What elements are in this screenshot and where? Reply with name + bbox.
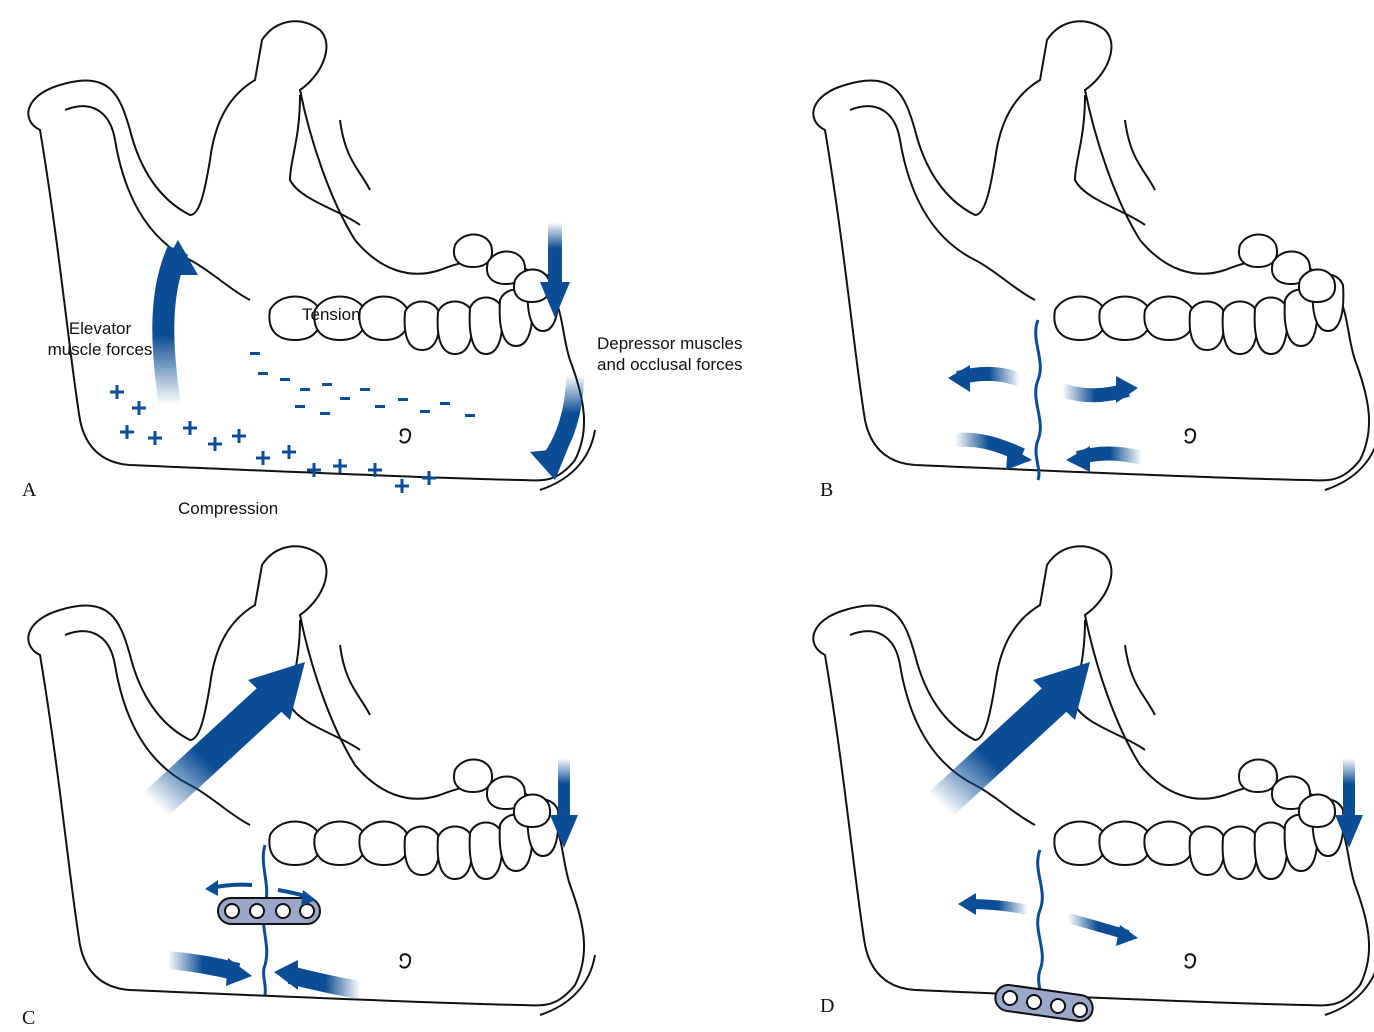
panel-d: D [813, 546, 1374, 1022]
distraction-arrowhead-right [1116, 376, 1138, 403]
fracture-line [1038, 850, 1043, 1000]
compression-arrow-right [290, 975, 360, 990]
panel-a-letter: A [22, 479, 37, 501]
tension-label: Tension [302, 305, 361, 324]
fracture-line [1036, 320, 1041, 480]
distraction-arrowhead-left [948, 365, 970, 392]
depressor-force-arrow [550, 375, 575, 460]
distraction-arrow-left [968, 904, 1028, 910]
compression-arrowhead-right [274, 960, 298, 990]
panel-c: C [22, 546, 595, 1029]
mandible-outline [813, 546, 1374, 1015]
screw-icon [276, 904, 290, 918]
occlusal-force-arrow [1343, 758, 1355, 816]
tension-signs [250, 352, 475, 417]
panel-b-letter: B [820, 479, 833, 501]
compression-label: Compression [178, 499, 278, 518]
elevator-label: Elevator muscle forces [20, 318, 180, 361]
small-tension-arrowhead-left [205, 880, 218, 896]
panel-b: B [813, 21, 1374, 501]
screw-icon [225, 904, 239, 918]
mandible-outline [813, 21, 1374, 490]
elevator-force-arrow [155, 690, 280, 805]
fixation-plate [994, 983, 1095, 1022]
screw-icon [1003, 991, 1017, 1005]
mandible-outline [28, 21, 595, 490]
elevator-force-arrow [940, 690, 1065, 805]
panel-c-letter: C [22, 1007, 35, 1029]
depressor-arrowhead [530, 448, 568, 480]
mandible-outline [28, 546, 595, 1015]
screw-icon [250, 904, 264, 918]
panel-d-letter: D [820, 995, 834, 1017]
screw-icon [1073, 1003, 1087, 1017]
occlusal-force-arrow [548, 222, 562, 282]
panel-a: A Tension Compression [22, 21, 595, 518]
depressor-label: Depressor muscles and occlusal forces [597, 333, 743, 376]
distraction-arrowhead-left [958, 893, 976, 915]
compression-arrowhead-right [1066, 446, 1090, 472]
screw-icon [1027, 995, 1041, 1009]
screw-icon [300, 904, 314, 918]
occlusal-force-arrow [558, 758, 570, 816]
screw-icon [1051, 999, 1065, 1013]
compression-arrowhead-left [226, 958, 252, 986]
